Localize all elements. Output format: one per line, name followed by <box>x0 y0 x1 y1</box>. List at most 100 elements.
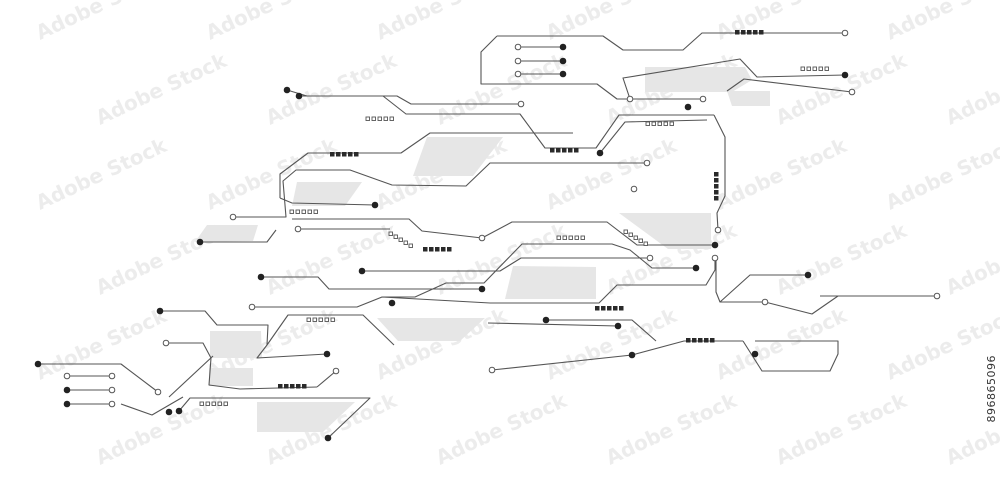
chip-square <box>704 338 709 343</box>
chip-square <box>686 338 691 343</box>
watermark-text: Adobe Stock <box>542 133 681 215</box>
circuit-trace <box>622 58 846 100</box>
filled-terminal <box>596 149 604 157</box>
watermark-text: Adobe Stock <box>882 0 1000 45</box>
filled-terminal <box>165 408 173 416</box>
hollow-terminal <box>933 292 941 300</box>
gray-pad <box>195 225 258 242</box>
chip-square <box>753 30 758 35</box>
circuit-trace <box>481 221 715 246</box>
hollow-terminal <box>711 254 719 262</box>
watermark-text: Adobe Stock <box>712 133 851 215</box>
connector-square <box>211 401 216 406</box>
circuit-trace <box>497 32 845 51</box>
connector-square <box>562 235 567 240</box>
filled-terminal <box>804 271 812 279</box>
watermark-text: Adobe Stock <box>432 48 571 130</box>
chip-square <box>290 384 295 389</box>
circuit-trace <box>362 257 650 272</box>
circuit-trace <box>279 197 376 206</box>
connector-square <box>377 116 382 121</box>
watermark-text: Adobe Stock <box>542 0 681 45</box>
chip-square <box>574 148 579 153</box>
filled-terminal <box>841 71 849 79</box>
chip-square <box>619 306 624 311</box>
connector-square <box>818 66 823 71</box>
filled-terminal <box>388 299 396 307</box>
hollow-terminal <box>714 226 722 234</box>
filled-terminal <box>559 57 567 65</box>
gray-pad <box>292 182 362 206</box>
filled-terminal <box>711 241 719 249</box>
connector-square <box>580 235 585 240</box>
connector-square <box>393 234 398 239</box>
connector-square <box>628 232 633 237</box>
hollow-terminal <box>643 159 651 167</box>
chip-square <box>714 184 719 189</box>
chip-square <box>710 338 715 343</box>
chip-square <box>735 30 740 35</box>
circuit-trace <box>382 243 696 298</box>
watermark-text: Adobe Stock <box>942 48 1000 130</box>
gray-pad <box>257 402 355 432</box>
circuit-trace <box>299 95 714 149</box>
filled-terminal <box>684 103 692 111</box>
watermark-text: Adobe Stock <box>32 303 171 385</box>
filled-terminal <box>692 264 700 272</box>
circuit-trace <box>713 114 726 231</box>
circuit-trace <box>266 314 395 346</box>
connector-square <box>623 229 628 234</box>
connector-square <box>301 209 306 214</box>
hollow-terminal <box>841 29 849 37</box>
circuit-trace <box>742 340 839 372</box>
chip-square <box>747 30 752 35</box>
hollow-terminal <box>514 57 522 65</box>
hollow-terminal <box>229 213 237 221</box>
chip-square <box>429 247 434 252</box>
gray-pad <box>413 137 503 176</box>
circuit-trace <box>178 397 371 439</box>
filled-terminal <box>156 307 164 315</box>
watermark-text: Adobe Stock <box>602 388 741 470</box>
hollow-terminal <box>162 339 170 347</box>
connector-square <box>388 231 393 236</box>
chip-square <box>330 152 335 157</box>
circuit-trace <box>719 274 808 303</box>
chip-square <box>354 152 359 157</box>
chip-layer <box>278 30 764 389</box>
gray-pad <box>645 67 752 92</box>
chip-square <box>556 148 561 153</box>
hollow-terminal <box>294 225 302 233</box>
connector-square <box>365 116 370 121</box>
gray-pad <box>619 213 711 249</box>
connector-square <box>223 401 228 406</box>
filled-terminal <box>751 350 759 358</box>
filled-terminal <box>358 267 366 275</box>
hollow-terminal <box>517 100 525 108</box>
chip-square <box>714 172 719 177</box>
gray-pad <box>377 318 485 341</box>
hollow-terminal <box>514 43 522 51</box>
watermark-text: Adobe Stock <box>92 388 231 470</box>
trace-layer <box>38 32 937 439</box>
circuit-trace <box>166 342 318 390</box>
hollow-terminal <box>63 372 71 380</box>
filled-terminal <box>323 350 331 358</box>
circuit-trace <box>120 396 184 416</box>
chip-square <box>302 384 307 389</box>
hollow-terminal <box>248 303 256 311</box>
hollow-terminal <box>514 70 522 78</box>
connector-square <box>669 121 674 126</box>
hollow-terminal <box>108 400 116 408</box>
gray-pad <box>727 91 770 106</box>
circuit-trace <box>160 310 328 359</box>
hollow-terminal <box>761 298 769 306</box>
chip-square <box>601 306 606 311</box>
connector-square <box>205 401 210 406</box>
hollow-terminal <box>626 95 634 103</box>
chip-square <box>714 196 719 201</box>
filled-terminal <box>295 92 303 100</box>
circuit-trace <box>487 322 619 327</box>
